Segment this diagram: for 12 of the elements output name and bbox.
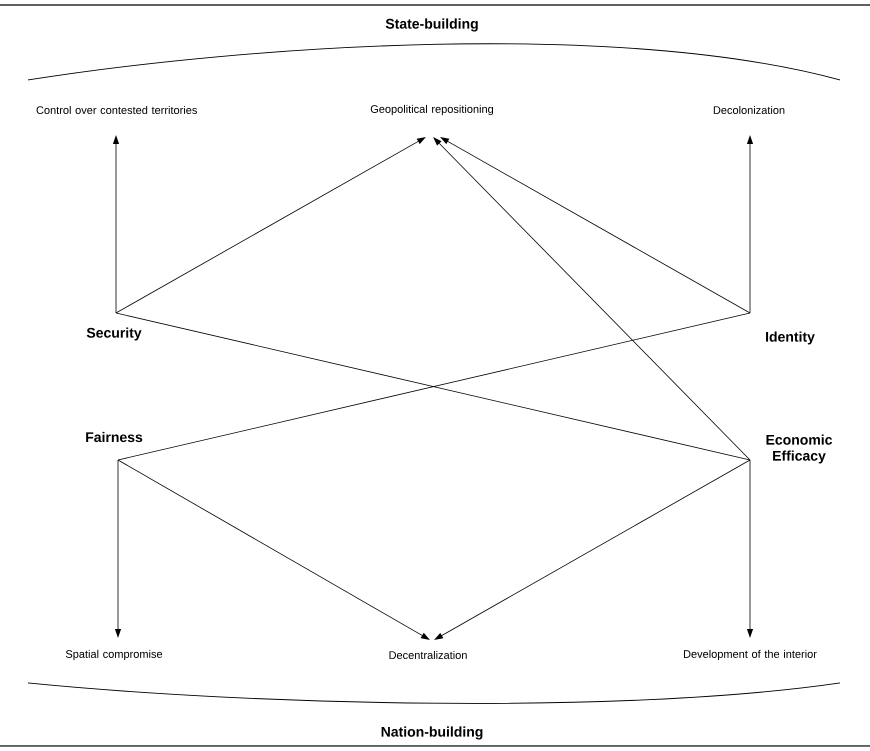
outcome-label: Decentralization xyxy=(389,650,467,660)
outcome-label: Control over contested territories xyxy=(36,106,197,114)
concept-label: Fairness xyxy=(86,432,142,442)
concept-label: Security xyxy=(86,327,142,340)
concept-label: Identity xyxy=(766,331,815,344)
outcome-label: Development of the interior xyxy=(684,650,817,660)
outcome-label: Decolonization xyxy=(714,106,784,114)
band-title: State-building xyxy=(386,18,478,32)
concept-label: Economic Efficacy xyxy=(766,434,832,464)
outcome-label: Spatial compromise xyxy=(66,650,162,660)
band-title: Nation-building xyxy=(382,726,482,740)
outcome-label: Geopolitical repositioning xyxy=(370,104,494,116)
